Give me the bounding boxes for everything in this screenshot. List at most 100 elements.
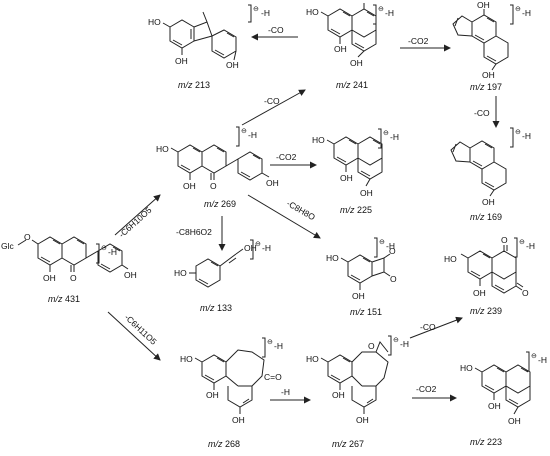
loss-h-label: -H xyxy=(522,8,531,18)
reaction-label: -CO xyxy=(268,25,284,35)
hydroxyl-label: OH xyxy=(175,56,188,66)
charge-icon: ⊖ xyxy=(515,6,521,13)
hydroxyl-label: HO xyxy=(148,17,161,27)
hydroxyl-label: OH xyxy=(482,197,495,207)
charge-icon: ⊖ xyxy=(241,128,247,135)
carbonyl-label: O xyxy=(501,235,508,245)
hydroxyl-label: HO xyxy=(306,354,319,364)
hydroxyl-label: HO xyxy=(312,135,325,145)
mz-label-151: m/z 151 xyxy=(350,307,382,317)
compound-268: HO OH OH C=O ⊖ -H m/z 268 xyxy=(180,337,283,449)
reaction-label: -CO2 xyxy=(408,36,429,46)
loss-h-label: -H xyxy=(108,247,117,257)
compound-241: HO OH OH ⊖ -H m/z 241 xyxy=(306,3,394,90)
compound-197: OH OH ⊖ -H m/z 197 xyxy=(452,0,531,92)
mz-label-267: m/z 267 xyxy=(332,439,364,449)
hydroxyl-label: OH xyxy=(352,291,365,301)
reaction-267-to-239: -CO xyxy=(409,316,463,339)
hydroxyl-label: OH xyxy=(226,60,239,70)
hydroxyl-label: OH xyxy=(473,288,486,298)
hydroxyl-label: OH xyxy=(360,188,373,198)
reaction-label: -H xyxy=(281,387,290,397)
charge-icon: ⊖ xyxy=(515,129,521,136)
hydroxyl-label: OH xyxy=(356,415,369,425)
loss-h-label: -H xyxy=(385,8,394,18)
hydroxyl-label: OH xyxy=(266,178,279,188)
mz-label-241: m/z 241 xyxy=(336,80,368,90)
mz-label-223: m/z 223 xyxy=(470,437,502,447)
hydroxyl-label: OH xyxy=(477,0,490,10)
hydroxyl-label: HO xyxy=(174,268,187,278)
reaction-197-to-169: -CO xyxy=(474,96,500,128)
carbonyl-label: O xyxy=(522,288,529,298)
mz-label-197: m/z 197 xyxy=(470,82,502,92)
hydroxyl-label: OH xyxy=(350,58,363,68)
charge-icon: ⊖ xyxy=(378,6,384,13)
ether-oxygen-label: O xyxy=(24,232,31,242)
hydroxyl-label: HO xyxy=(326,253,339,263)
mz-label-239: m/z 239 xyxy=(470,306,502,316)
ketene-label: C=O xyxy=(264,372,282,382)
charge-icon: ⊖ xyxy=(379,239,385,246)
charge-icon: ⊖ xyxy=(253,6,259,13)
reaction-label: -C6H10O5 xyxy=(117,205,154,240)
loss-h-label: -H xyxy=(526,241,535,251)
compound-169: OH ⊖ -H m/z 169 xyxy=(450,127,531,222)
hydroxyl-label: OH xyxy=(232,415,245,425)
hydroxyl-label: HO xyxy=(306,7,319,17)
loss-h-label: -H xyxy=(248,130,257,140)
hydroxyl-label: OH xyxy=(482,70,495,80)
charge-icon: ⊖ xyxy=(267,339,273,346)
loss-h-label: -H xyxy=(274,341,283,351)
reaction-label: -CO xyxy=(264,96,280,106)
reaction-label: -C8H6O2 xyxy=(176,227,212,237)
hydroxyl-label: OH xyxy=(508,416,521,426)
mz-label-431: m/z 431 xyxy=(48,294,80,304)
ring-oxygen-label: O xyxy=(368,341,375,351)
hydroxyl-label: OH xyxy=(332,390,345,400)
loss-h-label: -H xyxy=(390,132,399,142)
compound-431: Glc O OH O OH ⊖ -H m/z 431 xyxy=(1,232,137,304)
hydroxyl-label: OH xyxy=(340,173,353,183)
compound-267: HO OH OH O ⊖ -H m/z 267 xyxy=(306,335,409,449)
reaction-241-to-213: -CO xyxy=(251,25,298,41)
glucose-label: Glc xyxy=(1,241,15,251)
reaction-269-to-151: -C8H8O xyxy=(247,194,321,239)
hydroxyl-label: OH xyxy=(244,243,257,253)
reaction-label: -CO xyxy=(474,108,490,118)
hydroxyl-label: HO xyxy=(156,144,169,154)
reaction-269-to-241: -CO xyxy=(241,89,306,126)
reaction-269-to-225: -CO2 xyxy=(270,152,317,169)
hydroxyl-label: OH xyxy=(488,401,501,411)
charge-icon: ⊖ xyxy=(519,239,525,246)
compound-225: HO OH OH ⊖ -H m/z 225 xyxy=(312,128,399,215)
reaction-241-to-197: -CO2 xyxy=(400,36,451,52)
loss-h-label: -H xyxy=(538,355,547,365)
loss-h-label: -H xyxy=(386,241,395,251)
charge-icon: ⊖ xyxy=(383,130,389,137)
hydroxyl-label: OH xyxy=(183,181,196,191)
hydroxyl-label: HO xyxy=(460,363,473,373)
hydroxyl-label: OH xyxy=(124,270,137,280)
compound-223: HO OH OH ⊖ -H m/z 223 xyxy=(460,351,547,447)
reaction-267-to-223: -CO2 xyxy=(412,384,457,402)
charge-icon: ⊖ xyxy=(101,245,107,252)
carbonyl-label: O xyxy=(70,273,77,283)
mz-label-269: m/z 269 xyxy=(204,199,236,209)
compound-239: HO OH O O ⊖ -H m/z 239 xyxy=(444,235,535,316)
compound-133: HO OH ⊖ -H m/z 133 xyxy=(174,239,271,313)
reaction-label: -CO2 xyxy=(276,152,297,162)
loss-h-label: -H xyxy=(261,8,270,18)
loss-h-label: -H xyxy=(522,131,531,141)
mz-label-169: m/z 169 xyxy=(470,212,502,222)
carbonyl-label: O xyxy=(390,274,397,284)
compound-269: HO OH OH O ⊖ -H m/z 269 xyxy=(156,126,279,209)
reaction-label: -C8H8O xyxy=(285,198,317,222)
hydroxyl-label: OH xyxy=(334,44,347,54)
charge-icon: ⊖ xyxy=(531,353,537,360)
mz-label-225: m/z 225 xyxy=(340,205,372,215)
reaction-431-to-268: -C6H11O5 xyxy=(107,311,161,361)
reaction-label: -CO xyxy=(420,322,436,332)
reaction-268-to-267: -H xyxy=(270,387,311,404)
